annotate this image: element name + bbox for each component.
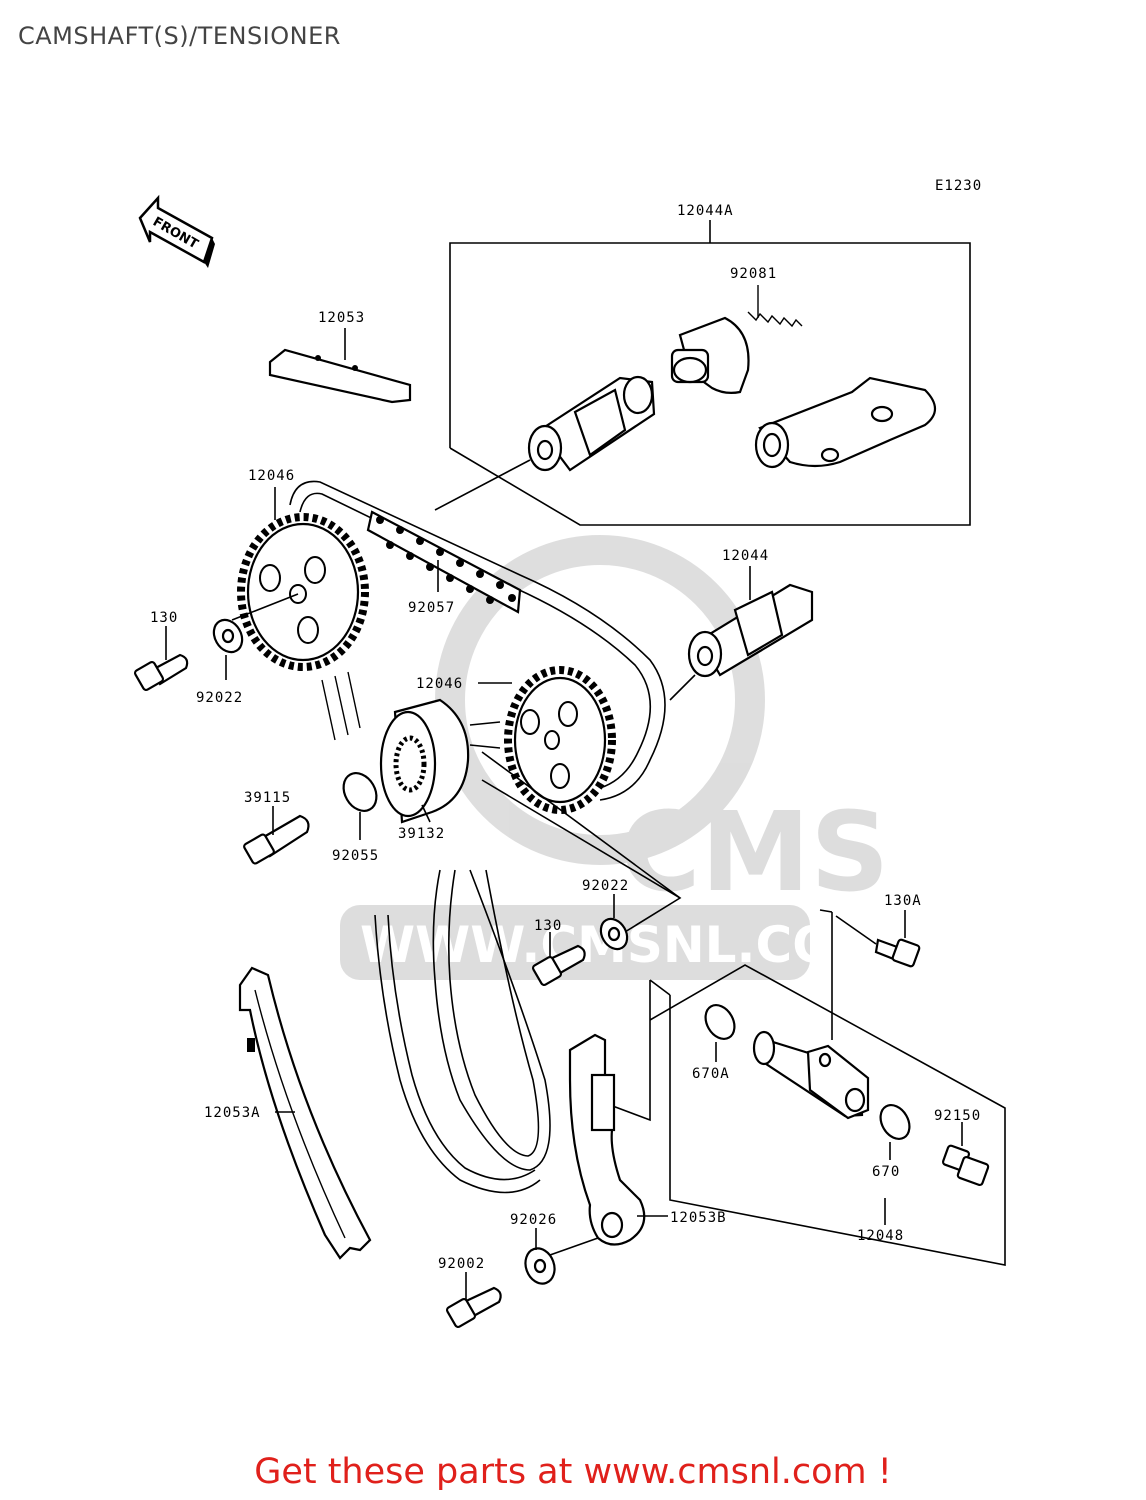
washer-92022-left: [212, 593, 299, 680]
tensioner-box: [609, 909, 1006, 1266]
chain-links-92057: [366, 510, 522, 614]
washer-92022-mid: [599, 894, 629, 951]
spring-92081: [747, 285, 803, 328]
crank-sprocket-39132: [379, 698, 470, 824]
part-label-92150: 92150: [934, 1108, 981, 1124]
cam-sprocket-mid: [478, 666, 616, 814]
cam-sprocket-top: [237, 487, 369, 671]
part-label-12046-top: 12046: [248, 468, 295, 484]
part-label-12053A: 12053A: [204, 1105, 261, 1121]
part-label-92057: 92057: [408, 600, 455, 616]
bolt-39115: [243, 806, 310, 865]
collar-92026: [524, 1228, 599, 1285]
cam-chain: [289, 480, 666, 1194]
parts-diagram: CMS WWW.CMSNL.COM E1230 FRONT 12044A 920…: [133, 178, 1006, 1329]
o-ring-92055: [342, 772, 378, 840]
watermark-logo: CMS: [620, 788, 889, 916]
bolt-130-mid: [531, 932, 586, 987]
bolt-130A: [835, 910, 921, 968]
part-label-92026: 92026: [510, 1212, 557, 1228]
part-label-92055: 92055: [332, 848, 379, 864]
chain-guide-12053B: [568, 1033, 668, 1246]
decompressor-plate: [670, 316, 750, 394]
bolt-130-left: [133, 626, 189, 692]
tensioner-body: [752, 1030, 870, 1120]
chain-guide-12053: [268, 328, 412, 404]
diagram-code: E1230: [935, 178, 982, 194]
rocker-arm: [754, 376, 937, 469]
part-label-130A: 130A: [884, 893, 922, 909]
o-ring-670: [879, 1104, 911, 1160]
footer-link-text[interactable]: Get these parts at www.cmsnl.com !: [254, 1452, 892, 1492]
part-label-12044: 12044: [722, 548, 769, 564]
part-label-130-mid: 130: [534, 918, 562, 934]
part-label-12044A: 12044A: [677, 203, 734, 219]
part-label-12048: 12048: [857, 1228, 904, 1244]
part-label-92022-left: 92022: [196, 690, 243, 706]
camshaft-assy-box: [449, 220, 971, 526]
part-label-92002: 92002: [438, 1256, 485, 1272]
part-label-12053: 12053: [318, 310, 365, 326]
plug-bolt-92150: [941, 1122, 990, 1187]
part-label-92022-mid: 92022: [582, 878, 629, 894]
part-label-130-left: 130: [150, 610, 178, 626]
part-label-670: 670: [872, 1164, 900, 1180]
part-label-12046-mid: 12046: [416, 676, 463, 692]
o-ring-670A: [704, 1004, 736, 1062]
part-label-39115: 39115: [244, 790, 291, 806]
part-label-12053B: 12053B: [670, 1210, 727, 1226]
camshaft-12044: [669, 566, 814, 701]
front-arrow-icon: FRONT: [138, 194, 215, 268]
part-label-670A: 670A: [692, 1066, 730, 1082]
page-title: CAMSHAFT(S)/TENSIONER: [18, 22, 341, 50]
part-label-92081: 92081: [730, 266, 777, 282]
footer-link[interactable]: Get these parts at www.cmsnl.com !: [0, 1452, 1146, 1492]
bolt-92002: [445, 1272, 502, 1329]
part-label-39132: 39132: [398, 826, 445, 842]
chain-guide-12053A: [238, 966, 372, 1260]
camshaft-assy: [527, 375, 656, 472]
